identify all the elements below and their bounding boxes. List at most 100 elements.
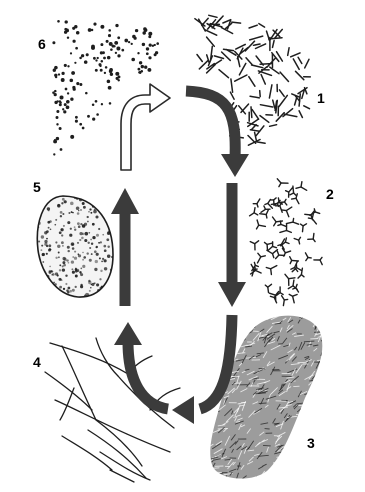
- granule: [72, 212, 74, 214]
- short-rods-icon: [195, 15, 310, 145]
- rod: [298, 57, 302, 63]
- branch-fragment: [289, 278, 295, 279]
- granule: [47, 293, 49, 295]
- particle-dot: [106, 40, 109, 43]
- particle-dot: [116, 47, 120, 51]
- rod: [214, 56, 223, 59]
- particle-dot: [76, 31, 80, 35]
- rod: [280, 72, 288, 81]
- granule: [45, 282, 47, 284]
- granule: [38, 294, 42, 298]
- branch-fragment: [281, 224, 286, 226]
- granule: [80, 268, 82, 270]
- granule: [75, 275, 78, 278]
- filament: [50, 343, 128, 374]
- particle-dot: [142, 31, 145, 34]
- branch-fragment: [273, 217, 277, 222]
- rod: [252, 110, 259, 120]
- branch-fragment: [285, 202, 287, 205]
- particle-dot: [121, 49, 124, 52]
- branch-fragment: [267, 250, 273, 253]
- granule: [59, 231, 62, 234]
- granule: [78, 225, 81, 228]
- granule: [41, 286, 44, 289]
- granule: [104, 259, 107, 262]
- branch-fragment: [277, 251, 279, 255]
- granule: [87, 252, 89, 254]
- particle-dot: [66, 105, 70, 109]
- particle-dot: [56, 123, 58, 125]
- granule: [72, 244, 74, 246]
- granule: [110, 205, 111, 206]
- granule: [72, 289, 75, 292]
- granule: [96, 234, 99, 237]
- granule: [67, 246, 70, 249]
- rod: [246, 58, 252, 65]
- granule: [37, 277, 40, 280]
- branch-fragment: [303, 226, 304, 232]
- branch-fragment: [261, 209, 266, 212]
- granule: [110, 209, 111, 210]
- rod: [231, 79, 233, 92]
- dot-particles-icon: [52, 20, 159, 156]
- granule: [42, 253, 45, 256]
- granule: [74, 251, 76, 253]
- granule: [99, 278, 101, 280]
- particle-dot: [148, 56, 151, 59]
- rod: [280, 90, 285, 96]
- particle-dot: [86, 53, 89, 56]
- granule: [59, 286, 62, 289]
- filament: [45, 372, 92, 410]
- branch-fragment: [293, 186, 294, 193]
- granule: [77, 212, 80, 215]
- branch-fragment: [286, 211, 288, 217]
- particle-dot: [56, 110, 59, 113]
- granule: [62, 261, 65, 264]
- rod: [249, 25, 257, 28]
- branch-fragment: [305, 214, 311, 215]
- particle-dot: [67, 36, 69, 38]
- branch-fragment: [257, 220, 259, 225]
- particle-dot: [138, 71, 140, 73]
- granule: [69, 290, 72, 293]
- rod: [273, 41, 275, 48]
- particle-dot: [148, 35, 151, 38]
- granule: [80, 223, 82, 225]
- particle-dot: [91, 45, 95, 49]
- rod: [230, 92, 234, 99]
- rod: [261, 75, 265, 85]
- particle-dot: [74, 62, 76, 64]
- granule: [38, 240, 40, 242]
- stage-number-6: 6: [38, 37, 46, 51]
- granule: [102, 234, 104, 236]
- granule: [47, 288, 50, 291]
- branch-fragment: [270, 296, 274, 297]
- granule: [53, 195, 55, 197]
- rod: [260, 105, 272, 107]
- granule: [108, 292, 110, 294]
- branch-fragment: [293, 295, 298, 297]
- granule: [96, 253, 99, 256]
- granule: [42, 194, 45, 197]
- granule: [81, 237, 84, 240]
- granule: [94, 250, 97, 253]
- particle-dot: [131, 58, 135, 62]
- particle-dot: [101, 103, 103, 105]
- particle-dot: [97, 57, 99, 59]
- particle-dot: [92, 118, 95, 121]
- branch-fragment: [268, 287, 269, 292]
- particle-dot: [82, 127, 85, 130]
- particle-dot: [72, 86, 75, 89]
- rod: [299, 111, 302, 118]
- rod: [269, 85, 272, 98]
- particle-dot: [81, 54, 84, 57]
- branch-fragment: [296, 187, 301, 188]
- particle-dot: [87, 115, 90, 118]
- granule: [67, 221, 70, 224]
- granule: [58, 256, 60, 258]
- granule: [66, 259, 68, 261]
- granule: [70, 228, 72, 230]
- granule: [44, 231, 47, 234]
- particle-dot: [67, 92, 69, 94]
